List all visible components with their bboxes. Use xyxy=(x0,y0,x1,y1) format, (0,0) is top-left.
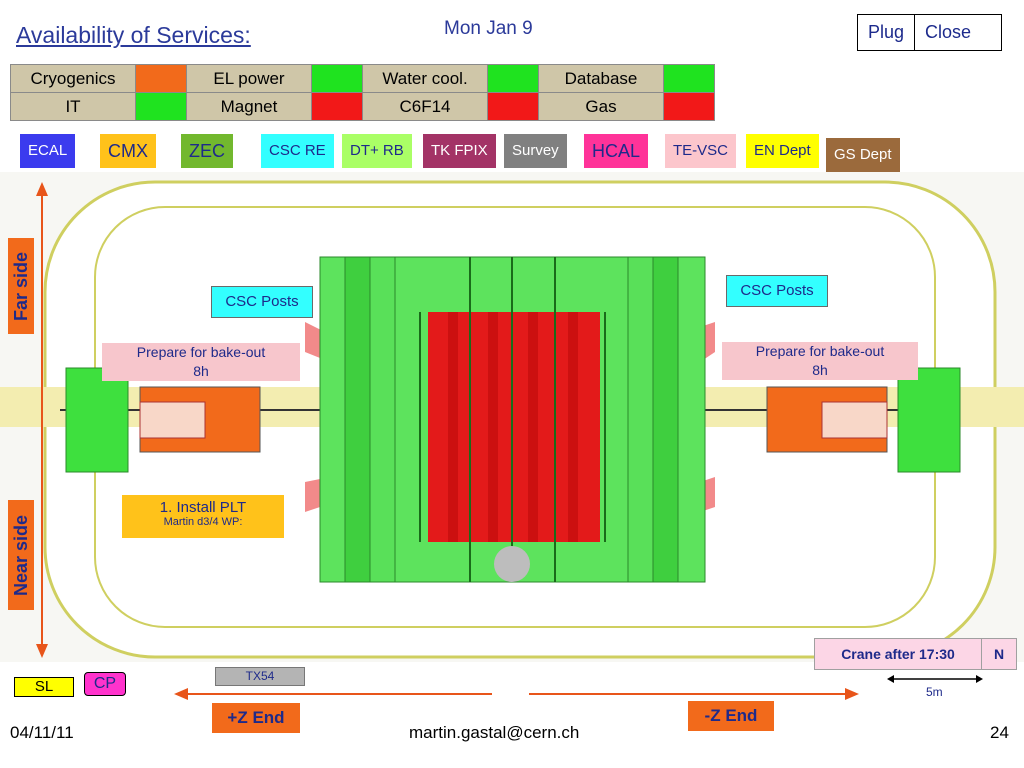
cavern-diagram xyxy=(0,172,1024,662)
plug-button[interactable]: Plug xyxy=(858,15,916,50)
services-row: Cryogenics EL power Water cool. Database xyxy=(10,64,715,93)
cp-badge: CP xyxy=(84,672,126,696)
minus-z-arrow xyxy=(529,688,859,700)
plug-left-detail xyxy=(139,401,206,439)
service-label: Magnet xyxy=(186,92,312,121)
scale-bar xyxy=(887,675,983,683)
service-label: C6F14 xyxy=(362,92,488,121)
sl-badge: SL xyxy=(14,677,74,697)
plus-z-end-label: +Z End xyxy=(212,703,300,733)
service-label: Cryogenics xyxy=(10,64,136,93)
service-status xyxy=(135,92,187,121)
plus-z-arrow xyxy=(174,688,492,700)
endcap-left xyxy=(65,367,129,473)
legend-hcal: HCAL xyxy=(584,134,649,168)
service-status xyxy=(311,92,363,121)
cavern-drawing xyxy=(0,180,1024,659)
service-status xyxy=(311,64,363,93)
legend-gs-dept: GS Dept xyxy=(826,138,900,172)
barrel-strip xyxy=(448,312,458,542)
legend-cmx: CMX xyxy=(100,134,156,168)
plug-right-detail xyxy=(821,401,888,439)
legend-survey: Survey xyxy=(504,134,567,168)
date-label: Mon Jan 9 xyxy=(444,18,533,39)
service-status xyxy=(487,92,539,121)
legend-en-dept: EN Dept xyxy=(746,134,819,168)
service-label: Database xyxy=(538,64,664,93)
legend-ecal: ECAL xyxy=(20,134,76,168)
north-indicator: N xyxy=(981,638,1017,670)
page-title: Availability of Services: xyxy=(16,22,251,48)
plug-close-box: Plug Close xyxy=(857,14,1003,51)
service-label: Gas xyxy=(538,92,664,121)
bakeout-left-line2: 8h xyxy=(193,363,209,379)
legend-dt-rb: DT+ RB xyxy=(342,134,412,168)
survey-marker xyxy=(494,546,530,582)
service-status xyxy=(135,64,187,93)
crane-note: Crane after 17:30 xyxy=(814,638,982,670)
bakeout-right-line1: Prepare for bake-out xyxy=(755,343,885,359)
legend-zec: ZEC xyxy=(181,134,233,168)
minus-z-end-label: -Z End xyxy=(688,701,774,731)
csc-posts-left: CSC Posts xyxy=(211,286,313,318)
services-row: IT Magnet C6F14 Gas xyxy=(10,92,715,121)
legend-csc-re: CSC RE xyxy=(261,134,334,168)
disk xyxy=(369,256,396,583)
install-plt-note: 1. Install PLT Martin d3/4 WP: xyxy=(122,495,284,538)
barrel-strip xyxy=(568,312,578,542)
service-status xyxy=(663,64,715,93)
service-status xyxy=(487,64,539,93)
services-table: Cryogenics EL power Water cool. Database… xyxy=(10,64,715,121)
near-side-label: Near side xyxy=(8,500,34,610)
endcap-right xyxy=(897,367,961,473)
service-status xyxy=(663,92,715,121)
footer-date: 04/11/11 xyxy=(10,723,74,742)
service-label: IT xyxy=(10,92,136,121)
plt-sub: Martin d3/4 WP: xyxy=(163,516,243,528)
service-label: EL power xyxy=(186,64,312,93)
legend-tk-fpix: TK FPIX xyxy=(423,134,496,168)
csc-posts-right: CSC Posts xyxy=(726,275,828,307)
page-number: 24 xyxy=(990,723,1009,742)
disk xyxy=(652,256,679,583)
service-label: Water cool. xyxy=(362,64,488,93)
legend-te-vsc: TE-VSC xyxy=(665,134,737,168)
bakeout-right-line2: 8h xyxy=(812,362,828,378)
footer-email[interactable]: martin.gastal@cern.ch xyxy=(409,723,580,742)
disk xyxy=(344,256,371,583)
far-side-label: Far side xyxy=(8,238,34,334)
tx54-label: TX54 xyxy=(215,667,305,686)
close-button[interactable]: Close xyxy=(925,22,972,42)
plt-title: 1. Install PLT xyxy=(159,499,247,516)
disk xyxy=(627,256,654,583)
bakeout-note-left: Prepare for bake-out 8h xyxy=(102,343,300,381)
scale-label: 5m xyxy=(926,685,943,699)
barrel-strip xyxy=(528,312,538,542)
bakeout-note-right: Prepare for bake-out 8h xyxy=(722,342,918,380)
side-arrows xyxy=(36,182,48,658)
bakeout-left-line1: Prepare for bake-out xyxy=(136,344,266,360)
barrel-strip xyxy=(488,312,498,542)
